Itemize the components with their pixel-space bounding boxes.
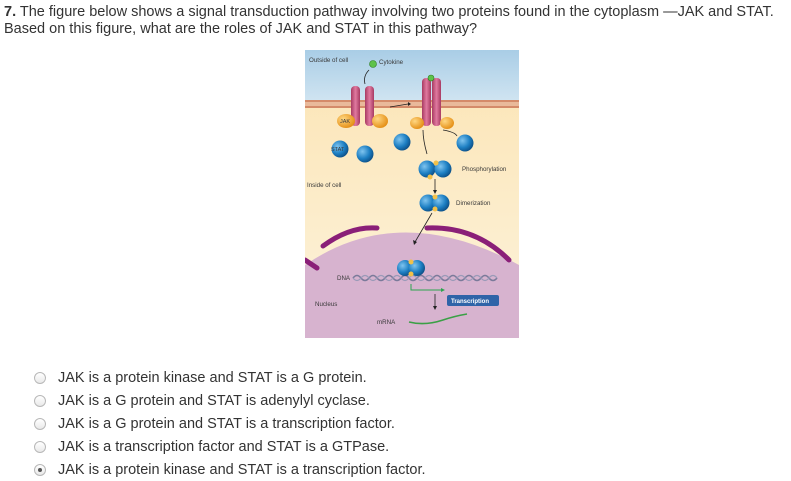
choice-label: JAK is a G protein and STAT is adenylyl …	[58, 392, 370, 409]
question-body: The figure below shows a signal transduc…	[4, 4, 774, 37]
choice-label: JAK is a protein kinase and STAT is a G …	[58, 369, 367, 386]
radio-button[interactable]	[34, 440, 46, 453]
choice-3[interactable]: JAK is a G protein and STAT is a transcr…	[32, 412, 426, 435]
label-nucleus: Nucleus	[315, 301, 337, 308]
label-jak: JAK	[340, 119, 350, 125]
radio-button[interactable]	[34, 371, 46, 384]
pathway-figure: Outside of cell Cytokine JAK STAT Inside…	[305, 50, 519, 338]
label-transcription: Transcription	[451, 299, 489, 305]
mrna-strand	[408, 313, 468, 325]
label-inside: Inside of cell	[307, 182, 341, 189]
choice-4[interactable]: JAK is a transcription factor and STAT i…	[32, 435, 426, 458]
pathway-diagram: Outside of cell Cytokine JAK STAT Inside…	[305, 50, 519, 338]
label-cytokine: Cytokine	[379, 59, 404, 66]
choice-5[interactable]: JAK is a protein kinase and STAT is a tr…	[32, 458, 426, 481]
stat-protein	[331, 140, 349, 158]
radio-button[interactable]	[34, 394, 46, 407]
extracellular-region	[305, 50, 519, 105]
label-dna: DNA	[337, 275, 351, 282]
cytokine-molecule	[369, 60, 377, 68]
choice-2[interactable]: JAK is a G protein and STAT is adenylyl …	[32, 389, 426, 412]
choice-1[interactable]: JAK is a protein kinase and STAT is a G …	[32, 366, 426, 389]
answer-choices: JAK is a protein kinase and STAT is a G …	[32, 366, 426, 481]
nuclear-envelope-right	[424, 225, 512, 263]
radio-button[interactable]	[34, 417, 46, 430]
receptor-inactive	[351, 86, 374, 126]
choice-label: JAK is a transcription factor and STAT i…	[58, 438, 390, 455]
receptor-active	[422, 78, 441, 126]
cell-membrane	[305, 100, 519, 108]
bound-cytokine	[427, 74, 435, 82]
label-mrna: mRNA	[377, 319, 396, 326]
question-text: 7. The figure below shows a signal trans…	[4, 4, 784, 38]
nuclear-envelope-left	[320, 225, 380, 249]
label-stat: STAT	[331, 147, 345, 153]
choice-label: JAK is a G protein and STAT is a transcr…	[58, 415, 395, 432]
label-outside: Outside of cell	[309, 57, 348, 64]
label-dimerization: Dimerization	[456, 200, 491, 207]
nucleus-region	[305, 232, 519, 338]
radio-button-selected[interactable]	[34, 463, 46, 476]
label-phosphorylation: Phosphorylation	[462, 166, 507, 173]
stat-dimer	[419, 194, 437, 212]
jak-protein	[337, 114, 355, 128]
choice-label: JAK is a protein kinase and STAT is a tr…	[58, 461, 426, 478]
question-number: 7.	[4, 4, 17, 20]
transcription-badge	[447, 295, 499, 306]
